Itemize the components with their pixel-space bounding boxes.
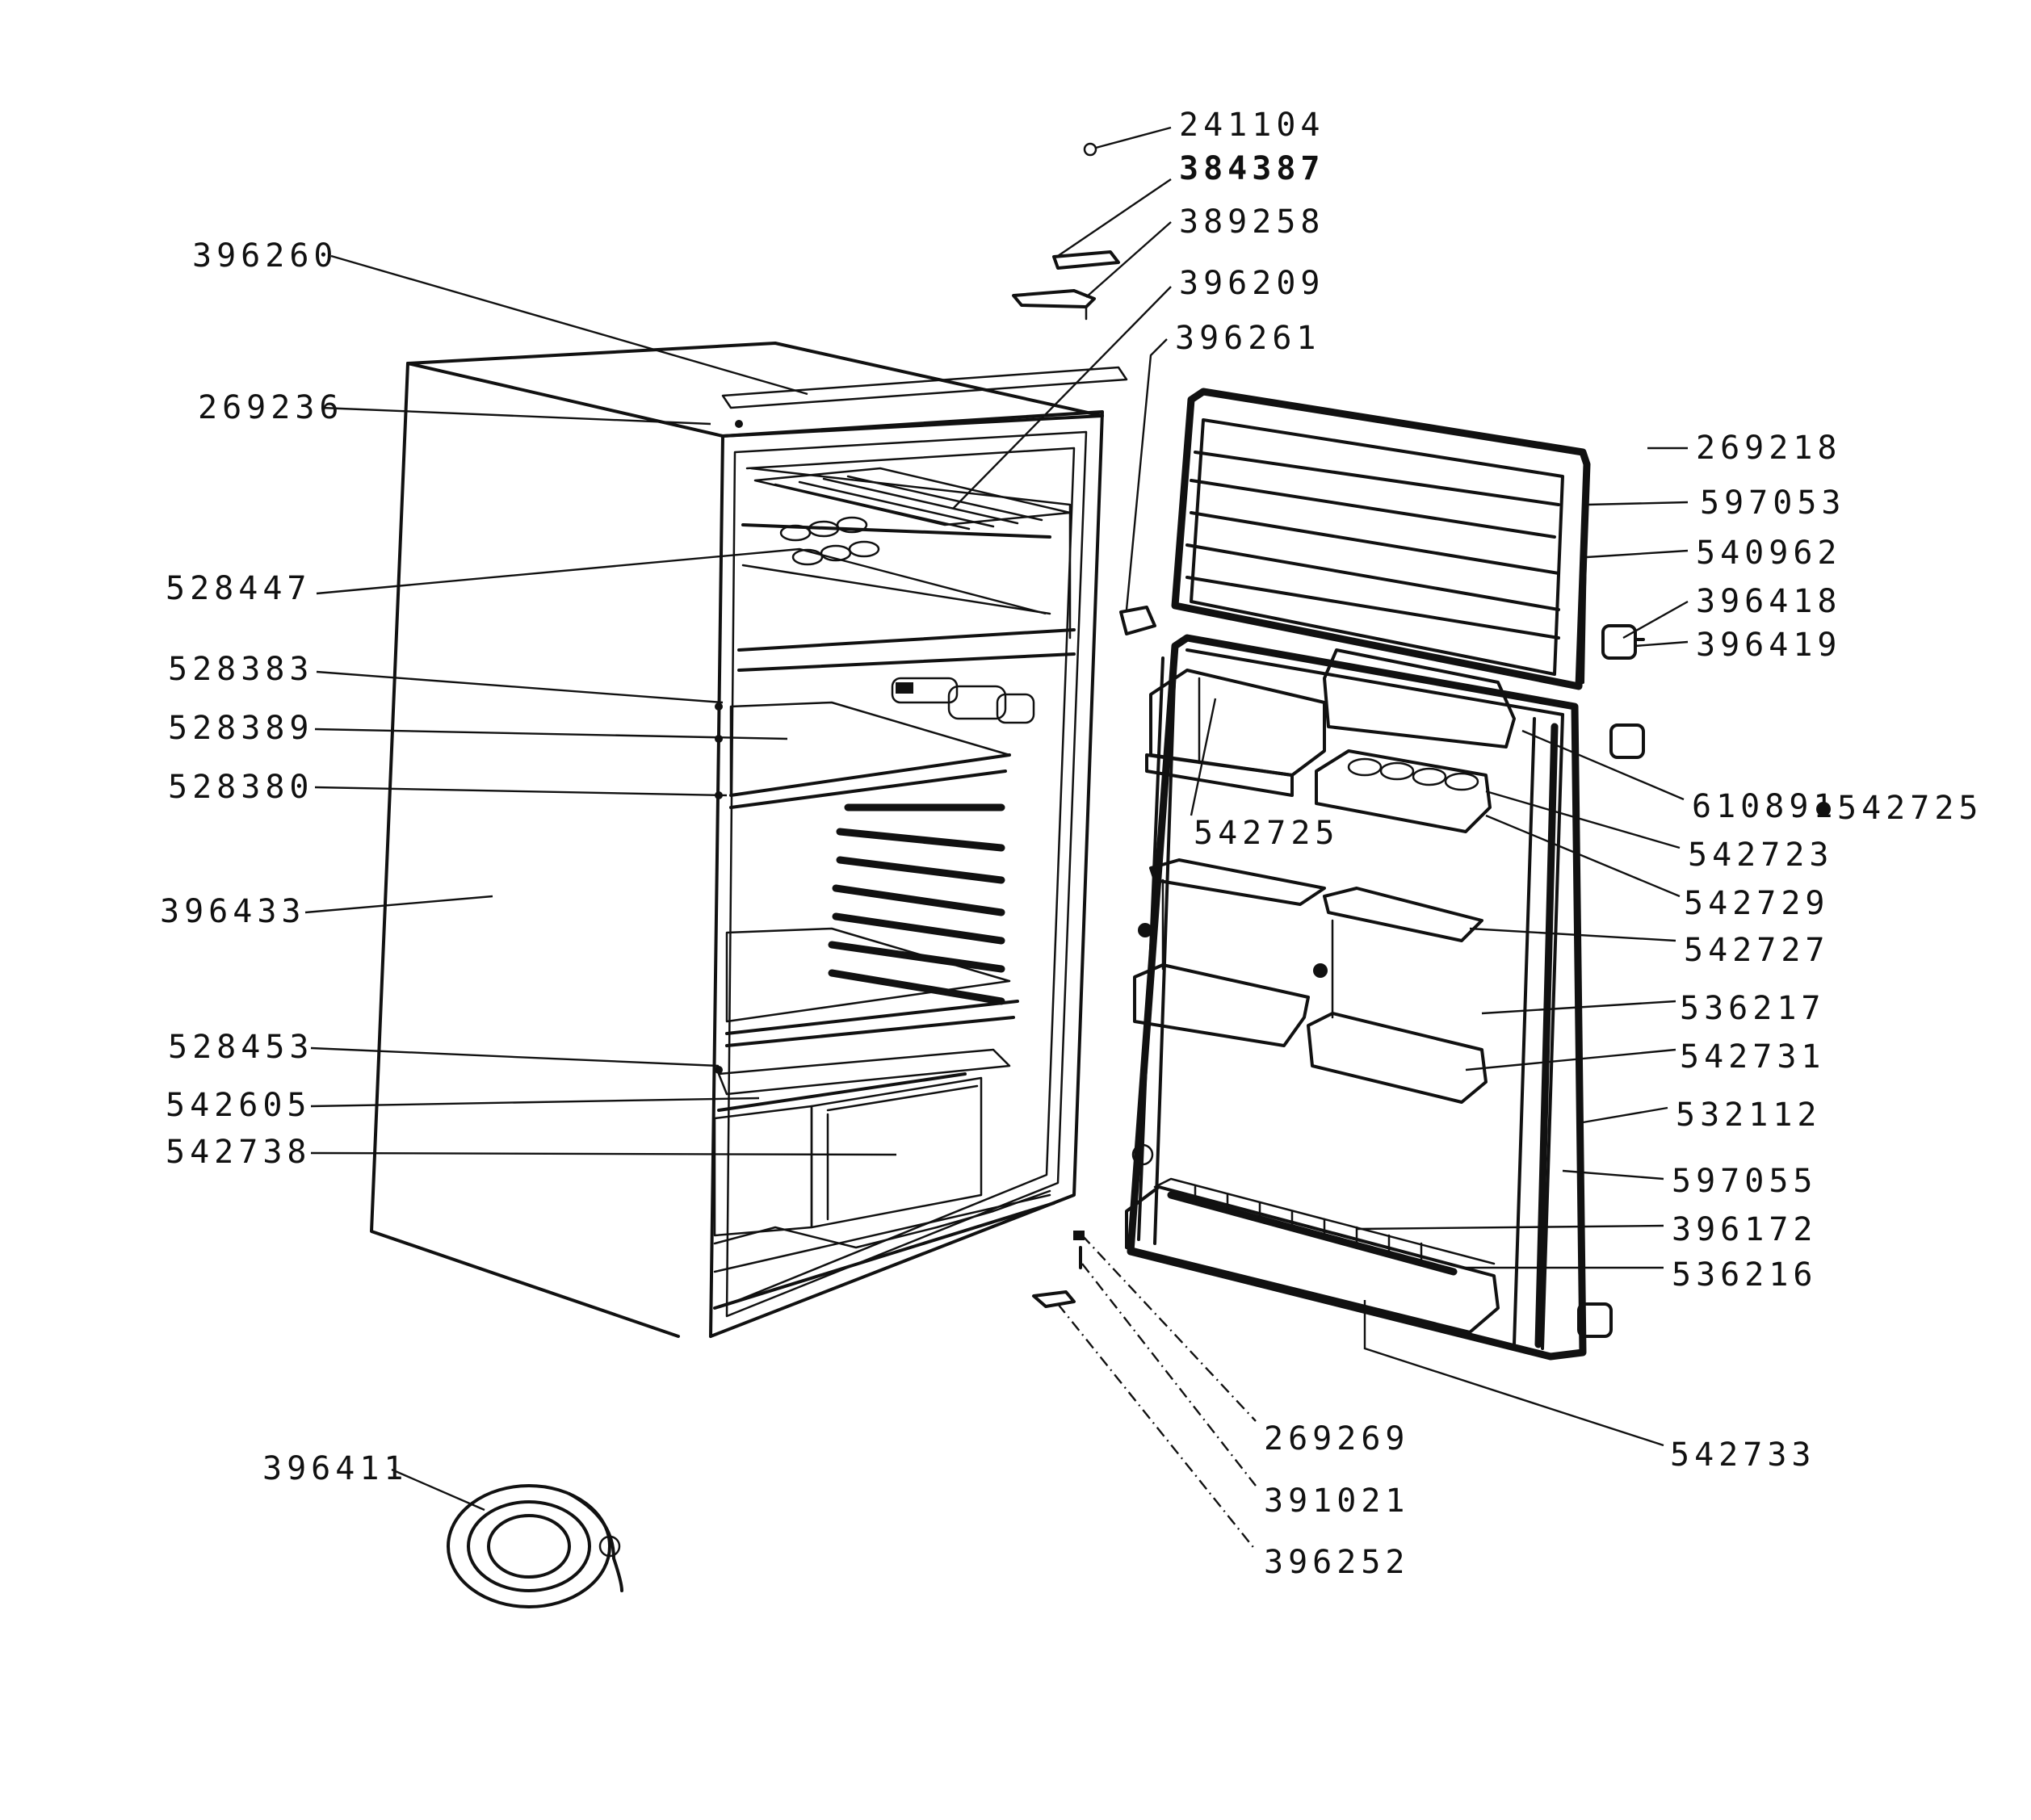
label-396419: 396419 (1696, 627, 1842, 664)
leader-lines (304, 126, 1689, 1551)
label-532112: 532112 (1676, 1097, 1822, 1134)
label-396433: 396433 (160, 893, 306, 930)
top-fittings (1012, 142, 1156, 1308)
label-269236: 269236 (198, 389, 344, 426)
bottle-bin-teeth (1194, 1185, 1423, 1261)
label-396260: 396260 (192, 237, 338, 275)
label-542727: 542727 (1684, 932, 1830, 969)
label-542729: 542729 (1684, 885, 1830, 922)
label-528380: 528380 (168, 769, 314, 806)
label-542738: 542738 (166, 1134, 312, 1171)
label-396172: 396172 (1672, 1211, 1818, 1248)
label-597055: 597055 (1672, 1163, 1818, 1200)
label-269269: 269269 (1264, 1420, 1410, 1457)
label-396252: 396252 (1264, 1544, 1410, 1581)
label-542733: 542733 (1670, 1436, 1816, 1474)
label-528383: 528383 (168, 651, 314, 688)
part-labels: 241104 384387 389258 396209 396261 39626… (160, 107, 1983, 1581)
label-396209: 396209 (1179, 265, 1325, 302)
label-536216: 536216 (1672, 1256, 1818, 1294)
freezer-door (1171, 388, 1645, 690)
label-528447: 528447 (166, 570, 312, 607)
bottle-rack (891, 677, 1035, 724)
evaporator-ribs (828, 803, 1005, 1005)
label-389258: 389258 (1179, 203, 1325, 241)
label-540962: 540962 (1696, 535, 1842, 572)
label-542723: 542723 (1688, 837, 1834, 874)
label-396411: 396411 (262, 1450, 409, 1487)
label-542605: 542605 (166, 1087, 312, 1124)
label-536217: 536217 (1680, 990, 1826, 1027)
label-542725-combo: 542725 (1837, 790, 1983, 827)
label-528389: 528389 (168, 710, 314, 747)
label-396261: 396261 (1175, 320, 1321, 357)
door-gasket-coil (447, 1484, 623, 1608)
label-391021: 391021 (1264, 1482, 1410, 1520)
label-597053: 597053 (1700, 484, 1846, 522)
label-396418: 396418 (1696, 583, 1842, 620)
bullet-dot (1816, 802, 1831, 816)
refrigerator-cabinet (370, 342, 1128, 1338)
label-610891: 610891 (1692, 788, 1838, 825)
label-542731: 542731 (1680, 1038, 1826, 1076)
label-269218: 269218 (1696, 430, 1842, 467)
label-528453: 528453 (168, 1029, 314, 1066)
fridge-door (1125, 634, 1645, 1361)
label-384387: 384387 (1179, 150, 1325, 187)
label-542725-door: 542725 (1194, 815, 1340, 852)
label-241104: 241104 (1179, 107, 1325, 144)
